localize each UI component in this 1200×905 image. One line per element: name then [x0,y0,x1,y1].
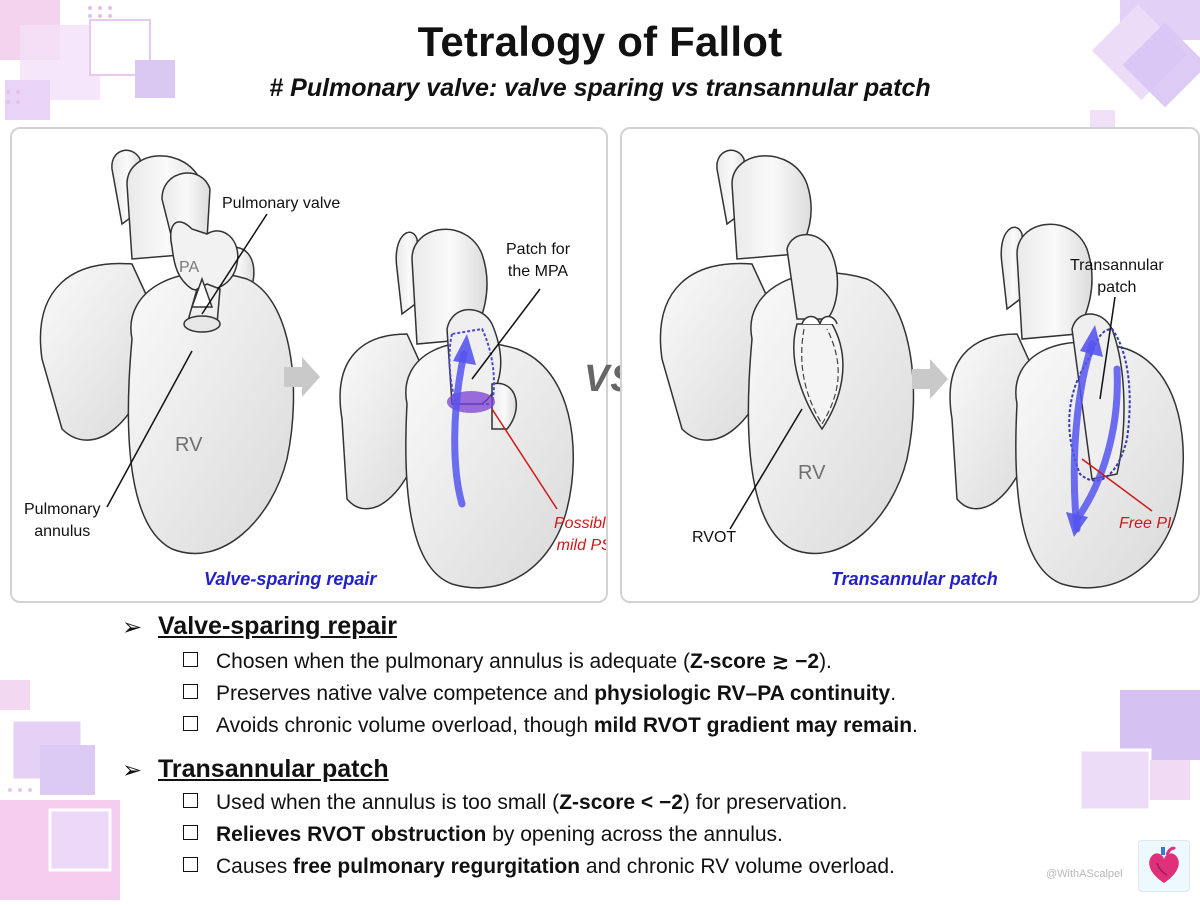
label-rv-preop: RV [175,434,203,456]
label-rvot: RVOT [692,529,737,546]
caption-transannular: Transannular patch [831,569,998,589]
checkbox-icon [183,716,198,731]
bullet-emphasis: mild RVOT gradient may remain [593,714,913,737]
bullet-emphasis: Z-score < −2 [559,791,683,814]
transannular-panel: RV RVOT Transannular patch Free PI Trans… [620,127,1200,603]
flow-arrow [1070,340,1096,533]
bullet-valve-sparing-3: Avoids chronic volume overload, though m… [183,713,918,739]
checkbox-icon [183,825,198,840]
bullet-text-run: Preserves native valve competence and [216,682,595,705]
page-title: Tetralogy of Fallot [417,18,783,65]
bullet-emphasis: Relieves RVOT obstruction [216,823,487,846]
section-title-transannular: Transannular patch [158,755,389,783]
heart-illustration-rvot-open [659,149,915,555]
section-marker-icon: ➢ [122,614,143,641]
bullet-text-run: by opening across the annulus. [486,823,783,846]
heart-icon [1138,840,1190,892]
checkbox-icon [183,793,198,808]
bullet-text-run: and chronic RV volume overload. [580,855,895,878]
transannular-patch-outline [1068,327,1131,482]
page-subtitle: # Pulmonary valve: valve sparing vs tran… [269,74,931,102]
heart-illustration-preop [39,149,295,555]
watermark: @WithAScalpel [1046,868,1123,880]
bullet-text-run: ). [819,650,832,673]
bullet-emphasis: Z-score ≳ −2 [689,650,820,673]
section-marker-icon: ➢ [122,757,143,784]
bullet-transannular-1: Used when the annulus is too small (Z-sc… [183,790,848,816]
checkbox-icon [183,684,198,699]
label-rv-open: RV [798,462,826,484]
bullet-text-run: Used when the annulus is too small ( [216,791,560,814]
label-patch-mpa: Patch for the MPA [506,241,571,280]
bullet-text-run: . [890,682,897,705]
label-pulmonary-annulus: Pulmonary annulus [24,501,101,540]
valve-sparing-panel: Pulmonary valve PA RV Pulmonary annulus … [10,127,608,603]
bullet-text-run: . [912,714,918,737]
regurgitation-arrow [1073,365,1121,523]
bullet-valve-sparing-1: Chosen when the pulmonary annulus is ade… [183,649,832,675]
corner-decoration-top-left [0,0,190,120]
bullet-text-run: Causes [216,855,294,878]
bullet-text-run: ) for preservation. [682,791,848,814]
checkbox-icon [183,652,198,667]
bullet-text-run: Chosen when the pulmonary annulus is ade… [216,650,690,673]
transannular-illustration [659,149,1185,589]
bullet-emphasis: free pulmonary regurgitation [293,855,581,878]
progression-arrow-icon [912,359,948,399]
corner-decoration-bottom-right [1070,690,1200,840]
label-free-pi: Free PI [1119,515,1172,532]
bullet-emphasis: physiologic RV–PA continuity [594,682,891,705]
bullet-valve-sparing-2: Preserves native valve competence and ph… [183,681,896,707]
valve-sparing-illustration [39,149,575,589]
progression-arrow-icon [284,357,320,397]
label-pa: PA [179,259,200,276]
flow-arrow [451,350,468,508]
section-title-valve-sparing: Valve-sparing repair [158,612,398,640]
caption-valve-sparing: Valve-sparing repair [204,569,377,589]
label-pulmonary-valve: Pulmonary valve [222,195,341,212]
label-possible-mild-ps: Possible mild PS [554,515,608,554]
checkbox-icon [183,857,198,872]
bullet-text-run: Avoids chronic volume overload, though [216,714,594,737]
bullet-transannular-3: Causes free pulmonary regurgitation and … [183,854,895,880]
label-transannular-patch: Transannular patch [1070,257,1164,296]
corner-decoration-bottom-left [0,660,130,900]
bullet-transannular-2: Relieves RVOT obstruction by opening acr… [183,822,783,848]
